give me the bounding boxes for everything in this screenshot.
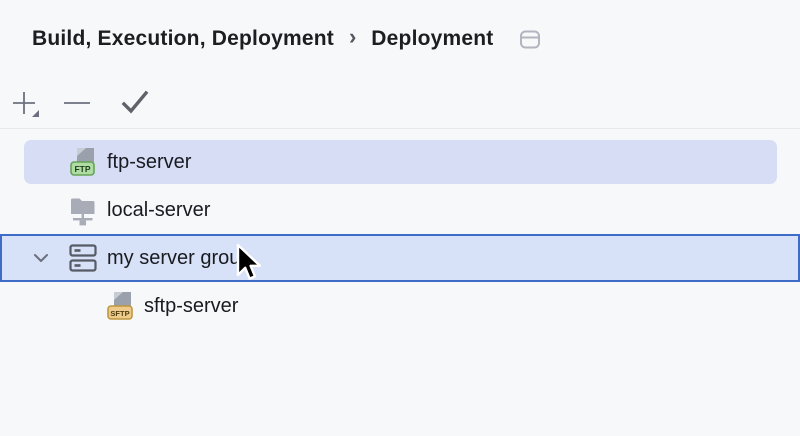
breadcrumb-separator-icon: ›	[348, 24, 357, 49]
sftp-server-icon: SFTP	[105, 289, 135, 323]
check-icon	[121, 90, 149, 114]
page-title-deployment: Deployment	[371, 27, 494, 50]
toolbar-separator	[0, 128, 800, 129]
tree-row-label: sftp-server	[144, 294, 239, 317]
use-as-default-button[interactable]	[116, 84, 154, 122]
plus-dropdown-icon	[13, 92, 39, 117]
tree-row-label: ftp-server	[107, 150, 192, 173]
tree-row-label: my server group	[107, 246, 252, 269]
svg-text:FTP: FTP	[74, 164, 90, 174]
breadcrumb: Build, Execution, Deployment › Deploymen…	[32, 24, 780, 52]
server-group-icon	[68, 243, 98, 273]
tree-row-sftp-server[interactable]: SFTP sftp-server	[0, 282, 800, 330]
chevron-down-icon[interactable]	[30, 247, 52, 269]
browser-window-icon[interactable]	[519, 29, 541, 50]
tree-toolbar	[6, 84, 154, 122]
minus-icon	[64, 102, 90, 104]
local-server-icon	[68, 193, 98, 227]
svg-text:SFTP: SFTP	[110, 309, 129, 318]
tree-row-local-server[interactable]: local-server	[0, 186, 800, 234]
tree-row-my-server-group[interactable]: my server group	[0, 234, 800, 282]
tree-row-ftp-server[interactable]: FTP ftp-server	[0, 138, 800, 186]
remove-server-button[interactable]	[58, 84, 96, 122]
add-server-button[interactable]	[6, 84, 44, 122]
server-tree: FTP ftp-server local-server	[0, 138, 800, 330]
breadcrumb-item-build-execution-deployment[interactable]: Build, Execution, Deployment	[32, 27, 334, 50]
ftp-server-icon: FTP	[68, 145, 98, 179]
tree-row-label: local-server	[107, 198, 211, 221]
